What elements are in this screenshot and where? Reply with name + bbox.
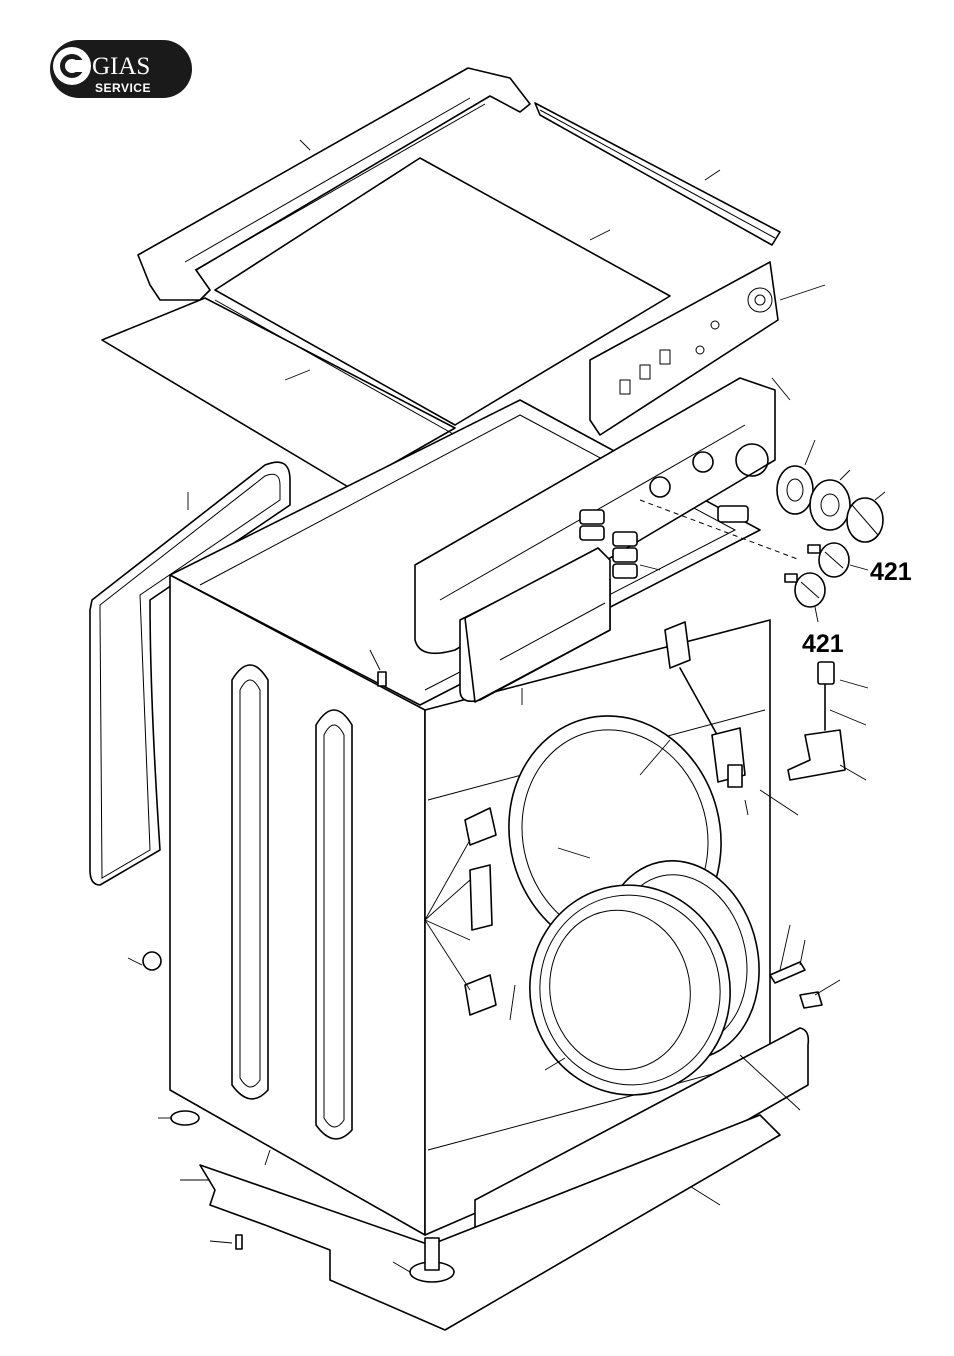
selector-knob-lower	[784, 572, 826, 623]
selector-knob-upper	[807, 542, 869, 578]
door-interlock	[664, 621, 799, 816]
callout-label-421-upper: 421	[870, 558, 912, 586]
side-screw	[369, 649, 387, 687]
door-hinge-parts	[424, 807, 516, 1021]
callout-label-421-lower: 421	[802, 630, 844, 658]
logo-subtitle-text: SERVICE	[95, 81, 151, 95]
detergent-drawer	[464, 547, 611, 705]
hose-connector	[769, 924, 841, 1009]
door-assembly	[508, 715, 760, 1096]
pressure-switch-assembly	[787, 661, 869, 781]
push-button-keys	[579, 505, 749, 579]
top-cover-frame	[137, 67, 781, 301]
side-gasket-frame	[89, 461, 291, 886]
control-pcb-bracket	[589, 261, 826, 436]
gias-service-logo: GIAS SERVICE	[50, 40, 192, 98]
logo-brand-text: GIAS	[92, 53, 150, 80]
top-panel	[101, 157, 671, 489]
base-plate	[180, 1114, 781, 1331]
adjustable-feet	[127, 951, 455, 1283]
programme-knobs	[776, 439, 886, 543]
